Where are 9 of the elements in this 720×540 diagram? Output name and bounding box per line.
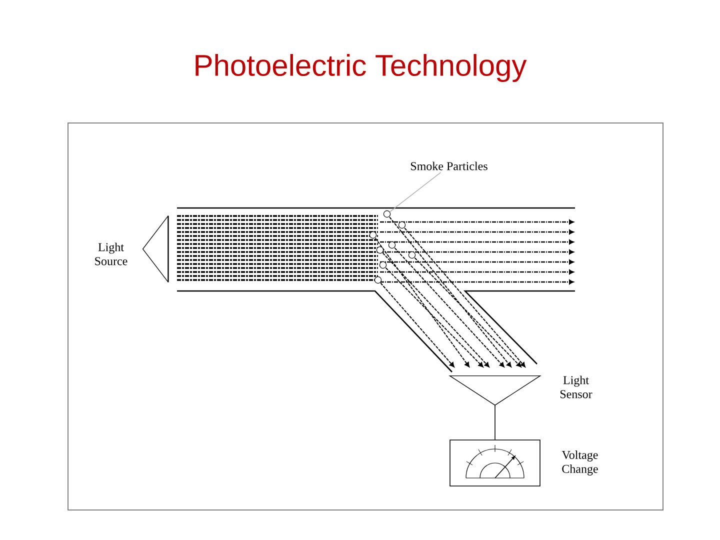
voltage-meter: Voltage Change (450, 440, 598, 486)
callout-text: Smoke Particles (410, 162, 488, 170)
node-label: Voltage Change (562, 450, 598, 476)
smoke-particle (383, 210, 391, 218)
light-source: Light Source (95, 215, 169, 283)
title: Photoelectric Technology (196, 54, 527, 82)
node-label: Light Sensor (560, 376, 592, 398)
wire (494, 404, 496, 440)
leader-line (389, 172, 442, 212)
